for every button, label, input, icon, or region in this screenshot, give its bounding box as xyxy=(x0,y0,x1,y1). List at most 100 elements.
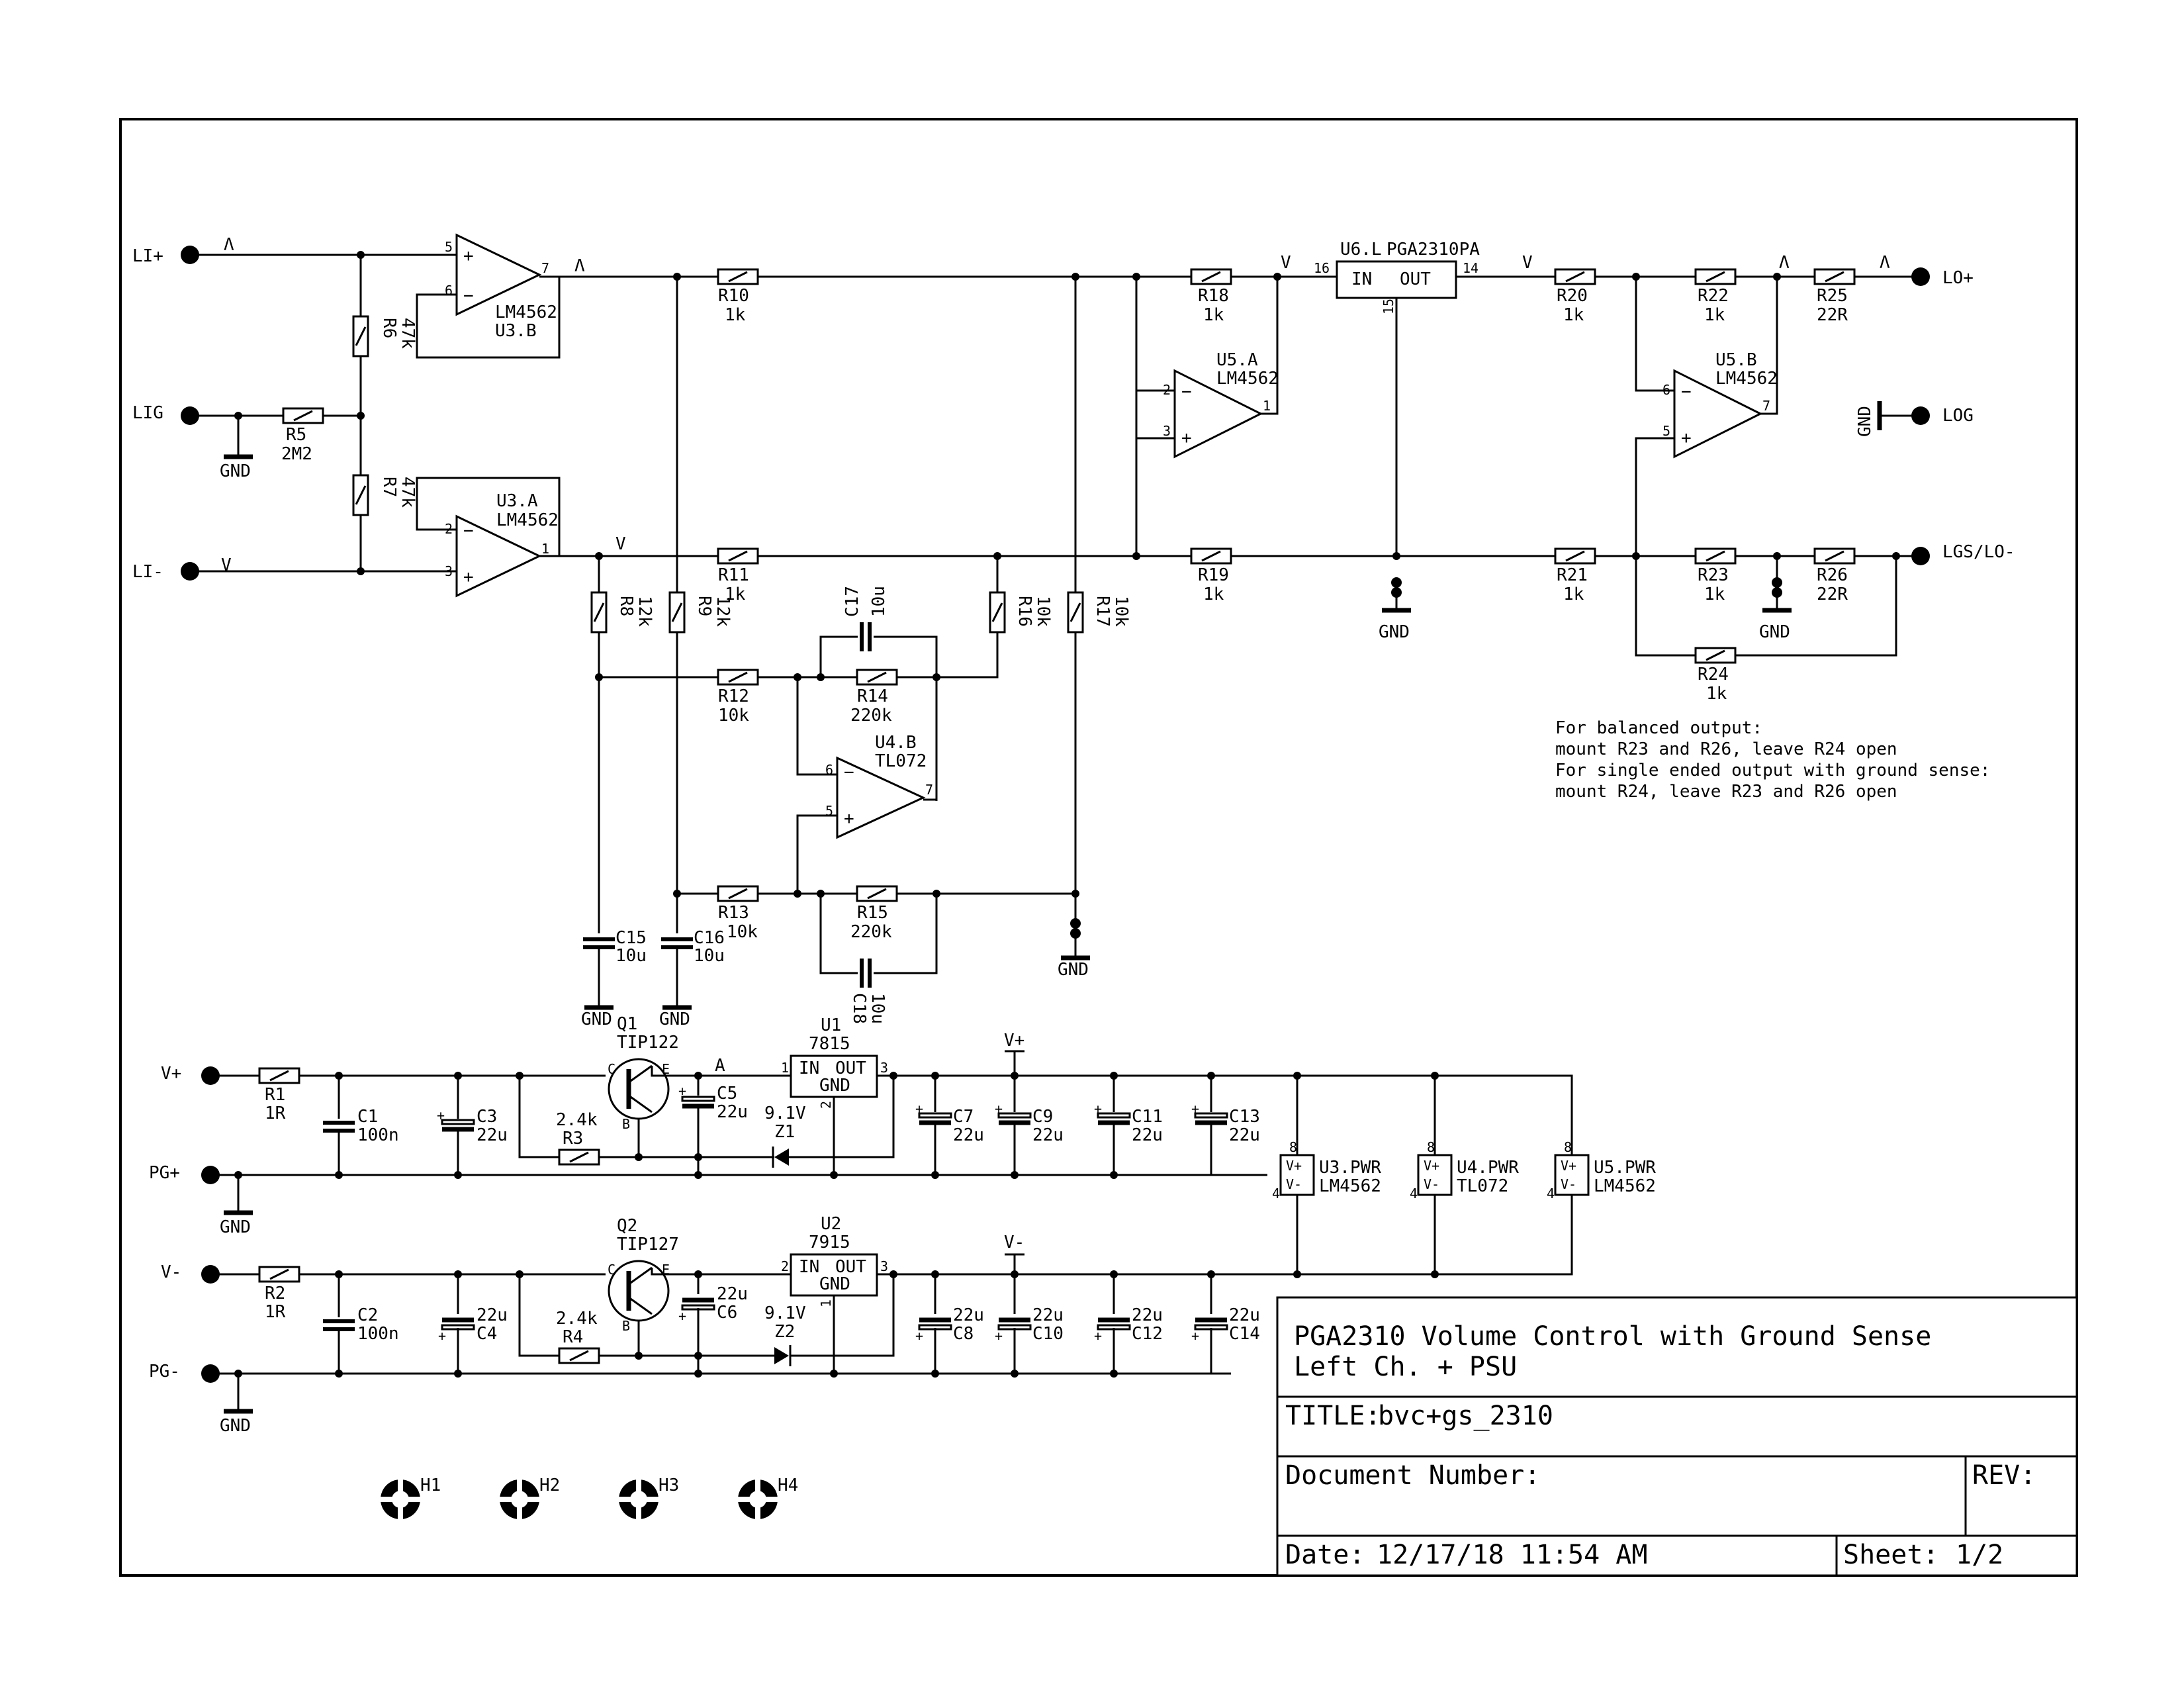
resistor-r6 xyxy=(352,315,369,357)
svg-text:OUT: OUT xyxy=(1400,269,1431,289)
svg-text:C17: C17 xyxy=(842,586,862,617)
capacitor-c10: + 22u C10 xyxy=(995,1270,1064,1378)
resistor-r26 xyxy=(1813,547,1856,565)
svg-text:U4.PWR: U4.PWR xyxy=(1457,1158,1519,1178)
svg-text:U4.B: U4.B xyxy=(875,733,917,753)
svg-text:+: + xyxy=(915,1101,923,1117)
svg-text:R22: R22 xyxy=(1698,286,1729,306)
svg-text:+: + xyxy=(1681,428,1692,448)
v-minus-net-label: V- xyxy=(1004,1233,1024,1252)
resistor-r11 xyxy=(717,547,759,565)
port-lgs-lo[interactable] xyxy=(1911,547,1930,565)
svg-text:B: B xyxy=(622,1116,630,1132)
resistor-r7 xyxy=(352,474,369,516)
opamp-u4b: − + 6 5 7 U4.B TL072 xyxy=(796,677,936,894)
svg-text:Z2: Z2 xyxy=(774,1322,795,1342)
svg-text:7815: 7815 xyxy=(809,1034,850,1054)
svg-text:100n: 100n xyxy=(357,1324,399,1344)
v-plus-net-label: V+ xyxy=(1004,1031,1024,1051)
document-number-label: Document Number: xyxy=(1285,1460,1540,1491)
capacitor-c16 xyxy=(661,939,693,947)
mounting-hole-icon xyxy=(498,1478,541,1521)
marker-u5a-out: V xyxy=(1281,253,1291,273)
svg-text:C15: C15 xyxy=(615,928,647,948)
svg-text:mount R24, leave R23 and R26 o: mount R24, leave R23 and R26 open xyxy=(1555,782,1897,802)
svg-text:+: + xyxy=(678,1308,686,1324)
svg-text:1: 1 xyxy=(541,541,549,557)
svg-text:22u: 22u xyxy=(953,1305,984,1325)
svg-text:V-: V- xyxy=(161,1262,181,1282)
label-li-minus: LI- xyxy=(132,562,163,582)
svg-text:R8: R8 xyxy=(616,596,636,616)
label-log: LOG xyxy=(1942,406,1974,426)
resistor-r18 xyxy=(1190,268,1232,285)
svg-text:7: 7 xyxy=(541,260,549,276)
resistor-r12 xyxy=(717,669,759,686)
svg-text:R19: R19 xyxy=(1198,565,1229,585)
mounting-holes: H1 H2 H3 H4 xyxy=(379,1476,798,1521)
resistor-r21 xyxy=(1554,547,1596,565)
svg-text:R25: R25 xyxy=(1817,286,1848,306)
svg-text:U2: U2 xyxy=(821,1214,841,1234)
svg-text:+: + xyxy=(1094,1328,1102,1344)
svg-text:V+: V+ xyxy=(1286,1158,1302,1174)
svg-text:E: E xyxy=(662,1061,670,1077)
power-blocks: V+ V- 8 4 U3.PWR LM4562 V+ V- 8 4 U4.PWR… xyxy=(1272,1072,1656,1278)
svg-text:GND: GND xyxy=(220,1416,251,1436)
svg-text:+: + xyxy=(463,246,474,266)
r7-val: 47k xyxy=(398,477,418,508)
svg-text:GND: GND xyxy=(1058,960,1089,980)
svg-text:R10: R10 xyxy=(718,286,749,306)
svg-text:1k: 1k xyxy=(1704,305,1725,325)
svg-text:R23: R23 xyxy=(1698,565,1729,585)
svg-text:10k: 10k xyxy=(1033,596,1053,627)
label-lo-plus: LO+ xyxy=(1942,268,1974,288)
svg-text:R14: R14 xyxy=(857,686,888,706)
svg-text:1: 1 xyxy=(1263,398,1271,414)
svg-text:GND: GND xyxy=(1759,622,1790,642)
svg-text:1: 1 xyxy=(781,1060,789,1076)
svg-text:C12: C12 xyxy=(1132,1324,1163,1344)
svg-text:R20: R20 xyxy=(1557,286,1588,306)
svg-text:+: + xyxy=(463,567,474,587)
svg-text:7915: 7915 xyxy=(809,1233,850,1252)
svg-text:C11: C11 xyxy=(1132,1107,1163,1127)
svg-text:V-: V- xyxy=(1561,1176,1576,1192)
opamp-u3b: + − 5 6 7 LM4562 U3.B xyxy=(416,233,675,359)
resistor-r25 xyxy=(1813,268,1856,285)
mounting-hole-icon xyxy=(379,1478,422,1521)
svg-text:3: 3 xyxy=(880,1258,888,1274)
svg-text:TL072: TL072 xyxy=(875,751,927,771)
u5-power-block xyxy=(1554,1154,1590,1196)
svg-text:10u: 10u xyxy=(868,993,887,1024)
svg-text:R17: R17 xyxy=(1093,596,1113,627)
svg-text:U5.B: U5.B xyxy=(1715,350,1757,370)
svg-text:22u: 22u xyxy=(717,1102,748,1122)
summing-network: R10 1k R11 1k R8 12k R9 12k GND C15 10u … xyxy=(559,268,1555,1029)
svg-text:C16: C16 xyxy=(694,928,725,948)
resistor-r19 xyxy=(1190,547,1232,565)
svg-text:R13: R13 xyxy=(718,903,749,923)
svg-text:B: B xyxy=(622,1318,630,1334)
r5-ref: R5 xyxy=(286,425,306,445)
resistor-r22 xyxy=(1694,268,1737,285)
svg-text:22u: 22u xyxy=(477,1305,508,1325)
svg-text:10k: 10k xyxy=(718,706,749,726)
svg-text:+: + xyxy=(1191,1328,1199,1344)
svg-text:GND: GND xyxy=(581,1009,612,1029)
svg-text:220k: 220k xyxy=(850,922,892,942)
input-section: LI+ LIG LI- Λ V GND R5 2M2 R6 47k R7 47k xyxy=(132,233,715,598)
u3-power-block xyxy=(1279,1154,1315,1196)
svg-text:7: 7 xyxy=(925,782,933,798)
resistor-r3 xyxy=(558,1149,600,1166)
svg-text:OUT: OUT xyxy=(835,1257,866,1277)
regulator-u1: IN OUT GND U1 7815 1 3 2 xyxy=(781,1015,888,1109)
port-lo-plus[interactable] xyxy=(1911,267,1930,286)
svg-text:R12: R12 xyxy=(718,686,749,706)
svg-text:−: − xyxy=(463,521,474,541)
resistor-r23 xyxy=(1694,547,1737,565)
r7-ref: R7 xyxy=(379,477,399,497)
svg-text:5: 5 xyxy=(1662,423,1670,439)
svg-text:+: + xyxy=(438,1328,446,1344)
opamp-u5a: − + 2 3 1 U5.A LM4562 xyxy=(1136,277,1279,459)
